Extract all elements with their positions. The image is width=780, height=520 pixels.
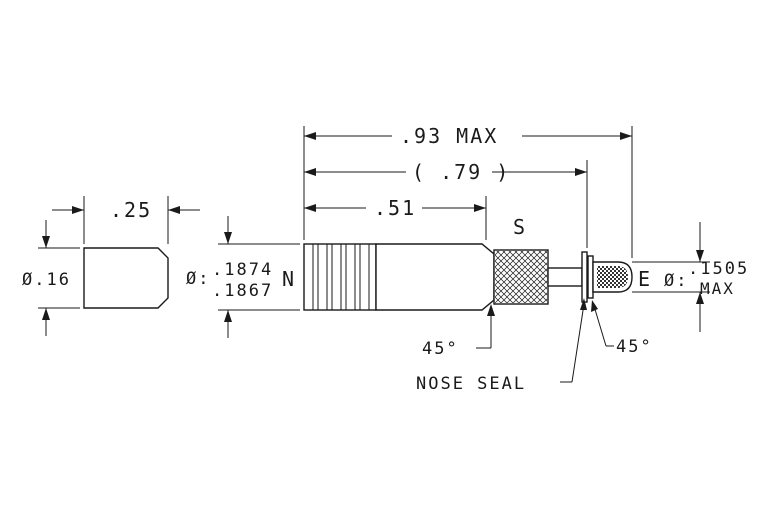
body-diameter-symbol: Ø: [186, 269, 210, 289]
thread-length-dimension: .51 [304, 196, 486, 220]
cap-diameter-dimension: Ø.16 [22, 220, 80, 336]
south-pole-label: S [513, 215, 527, 239]
tip-diameter-symbol: Ø: [664, 271, 688, 291]
thread-ridges [312, 244, 370, 310]
tip-diameter-dimension: Ø: .1505 MAX [632, 222, 749, 332]
north-pole-label: N [282, 267, 296, 291]
thread-length-label: .51 [374, 196, 416, 220]
chamfer-1-label: 45° [422, 339, 459, 359]
overall-length-dimension: .93 MAX [304, 124, 632, 148]
body-diameter-max: .1874 [212, 260, 273, 280]
chamfer-2-callout: 45° [591, 300, 653, 357]
cap-diameter-label: Ø.16 [22, 270, 71, 290]
nose-seal-label: NOSE SEAL [416, 374, 526, 394]
tip-diameter-value: .1505 [688, 259, 749, 279]
tip-diameter-note: MAX [700, 279, 735, 298]
reference-length-dimension: ( .79 ) [304, 160, 587, 184]
nose-seal-callout: NOSE SEAL [416, 298, 587, 394]
east-label: E [638, 267, 652, 291]
cap-length-label: .25 [110, 198, 152, 222]
chamfer-1-callout: 45° [422, 304, 495, 359]
overall-length-label: .93 MAX [400, 124, 498, 148]
cap-length-dimension: .25 [52, 196, 200, 244]
reference-length-label: ( .79 ) [412, 160, 510, 184]
body-diameter-dimension: Ø: .1874 .1867 [186, 216, 300, 338]
body-diameter-min: .1867 [212, 281, 273, 301]
magnet-body [303, 243, 633, 311]
cap-part [83, 247, 169, 309]
chamfer-2-label: 45° [616, 337, 653, 357]
